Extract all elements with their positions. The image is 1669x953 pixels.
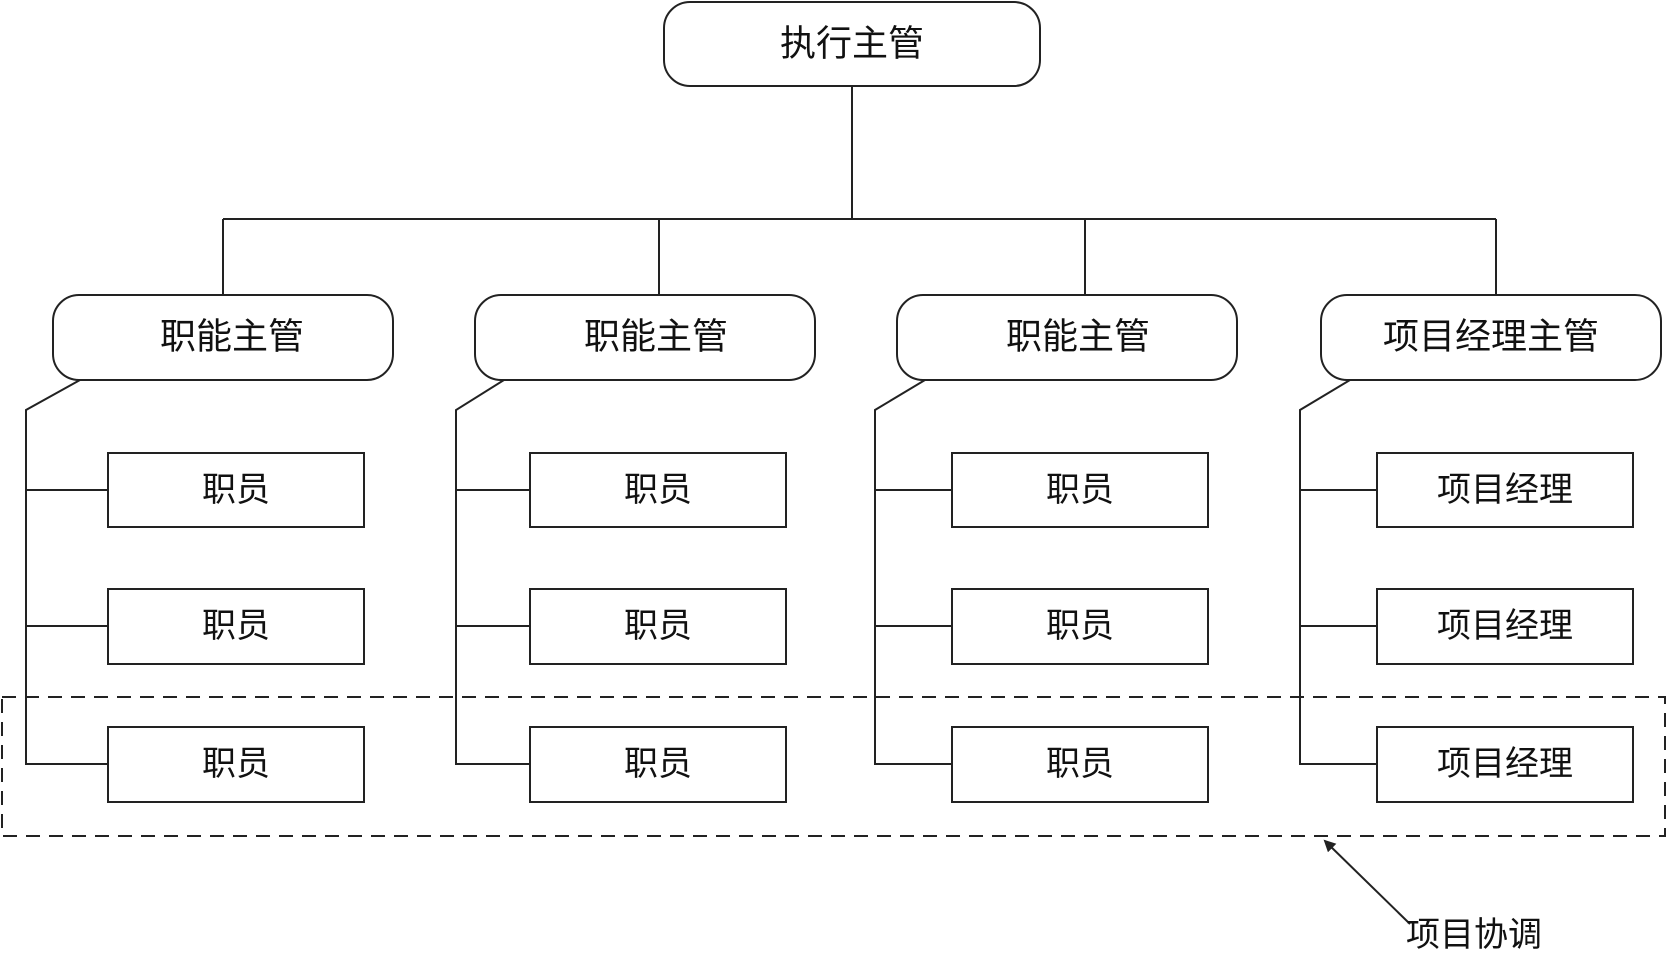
manager-column-2: 职能主管 职员 职员 职员 [455, 294, 816, 803]
staff-node-box [1376, 726, 1634, 803]
staff-node: 职员 [107, 452, 365, 528]
staff-node: 职员 [951, 588, 1209, 665]
staff-node: 职员 [107, 726, 365, 803]
staff-node-label: 职员 [202, 744, 270, 784]
staff-node-label: 职员 [1046, 744, 1114, 784]
staff-node-label: 职员 [1046, 606, 1114, 646]
staff-node-label: 职员 [1046, 470, 1114, 510]
manager-node-box [52, 294, 394, 381]
manager-node-label: 职能主管 [1006, 317, 1150, 358]
manager-node-box [1320, 294, 1662, 381]
manager-node-label: 职能主管 [584, 317, 728, 358]
annotation-label: 项目协调 [1406, 915, 1542, 953]
manager-column-4: 项目经理主管 项目经理 项目经理 项目经理 [1299, 294, 1662, 803]
staff-node: 职员 [529, 588, 787, 665]
manager-node-label: 项目经理主管 [1383, 317, 1599, 358]
manager-branch-spine [25, 379, 108, 765]
staff-node-label: 职员 [624, 470, 692, 510]
staff-node-box [107, 452, 365, 528]
manager-node-box [896, 294, 1238, 381]
staff-node-box [107, 726, 365, 803]
staff-node-label: 项目经理 [1437, 744, 1573, 784]
staff-node: 职员 [107, 588, 365, 665]
staff-node: 项目经理 [1376, 588, 1634, 665]
staff-node-label: 项目经理 [1437, 606, 1573, 646]
staff-node: 职员 [951, 726, 1209, 803]
staff-node: 职员 [951, 452, 1209, 528]
root-node: 执行主管 [663, 1, 1041, 87]
staff-node: 职员 [529, 726, 787, 803]
staff-node-label: 职员 [202, 606, 270, 646]
manager-node-box [474, 294, 816, 381]
staff-node: 职员 [529, 452, 787, 528]
staff-node-box [529, 588, 787, 665]
root-node-label: 执行主管 [780, 24, 924, 65]
manager-column-3: 职能主管 职员 职员 职员 [874, 294, 1238, 803]
manager-branch-spine [1299, 379, 1377, 765]
staff-node-box [529, 726, 787, 803]
manager-node-label: 职能主管 [160, 317, 304, 358]
manager-column-1: 职能主管 职员 职员 职员 [25, 294, 394, 803]
manager-branch-spine [874, 379, 952, 765]
manager-branch-spine [455, 379, 530, 765]
staff-node-label: 职员 [202, 470, 270, 510]
top-connectors [222, 86, 1497, 295]
staff-node-box [107, 588, 365, 665]
staff-node: 项目经理 [1376, 726, 1634, 803]
staff-node-box [1376, 588, 1634, 665]
annotation-arrow [1323, 839, 1411, 925]
staff-node: 项目经理 [1376, 452, 1634, 528]
staff-node-label: 项目经理 [1437, 470, 1573, 510]
staff-node-box [1376, 452, 1634, 528]
staff-node-box [529, 452, 787, 528]
staff-node-label: 职员 [624, 744, 692, 784]
staff-node-label: 职员 [624, 606, 692, 646]
staff-node-box [951, 452, 1209, 528]
project-coordination-region [1, 696, 1666, 837]
staff-node-box [951, 726, 1209, 803]
staff-node-box [951, 588, 1209, 665]
